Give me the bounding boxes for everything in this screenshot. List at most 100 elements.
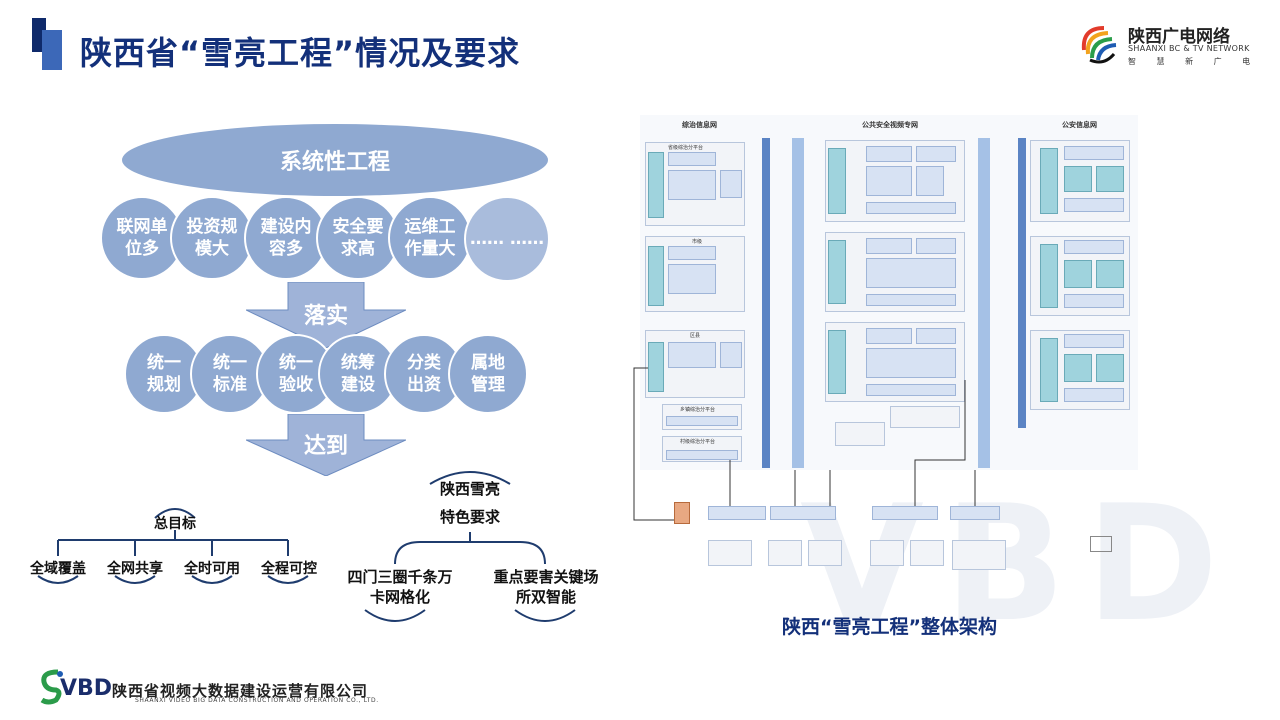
diagram-block <box>870 540 904 566</box>
company-slogan: 智 慧 新 广 电 <box>1128 57 1260 66</box>
goal-item: 全域覆盖 <box>30 561 86 577</box>
diagram-cell <box>708 506 766 520</box>
diagram-cell <box>1064 166 1092 192</box>
diagram-cell <box>866 294 956 306</box>
action-circle: 属地管理 <box>448 334 528 414</box>
legend-box <box>1090 536 1112 552</box>
system-engineering-ellipse: 系统性工程 <box>122 124 548 196</box>
diagram-block <box>808 540 842 566</box>
diagram-cell <box>770 506 836 520</box>
diagram-cell <box>668 342 716 368</box>
feature-circle: …… …… <box>464 196 550 282</box>
diagram-block <box>952 540 1006 570</box>
diagram-cell <box>866 384 956 396</box>
diagram-cell <box>866 348 956 378</box>
diagram-block <box>910 540 944 566</box>
special-item: 四门三圈千条万 <box>347 568 453 586</box>
diagram-cell <box>1096 260 1124 288</box>
diagram-cell <box>666 416 738 426</box>
block-label: 市级 <box>692 239 703 245</box>
diagram-cell <box>1064 146 1124 160</box>
diagram-cell <box>1096 166 1124 192</box>
diagram-cell <box>866 166 912 196</box>
footer-company-name-en: SHAANXI VIDEO BIG DATA CONSTRUCTION AND … <box>135 697 379 704</box>
goal-item: 全网共享 <box>107 561 163 577</box>
firewall-icon <box>674 502 690 524</box>
page-title: 陕西省“雪亮工程”情况及要求 <box>80 34 521 72</box>
diagram-cell <box>828 330 846 394</box>
diagram-cell <box>866 328 912 344</box>
diagram-cell <box>668 246 716 260</box>
watermark-vbd: VBD <box>800 470 1239 657</box>
company-logo-icon <box>1081 26 1117 64</box>
diagram-block <box>768 540 802 566</box>
diagram-cell <box>828 148 846 214</box>
down-arrow <box>246 414 406 476</box>
special-item: 所双智能 <box>515 588 576 606</box>
title-accent-bar <box>42 30 62 70</box>
diagram-cell <box>668 170 716 200</box>
down-arrow <box>246 282 406 348</box>
feature-circle: 运维工作量大 <box>388 196 472 280</box>
footer-company-name: 陕西省视频大数据建设运营有限公司 <box>112 682 369 700</box>
diagram-cell <box>1040 338 1058 402</box>
diagram-cell <box>1064 240 1124 254</box>
feature-circle: 投资规模大 <box>170 196 254 280</box>
arrow-label: 落实 <box>303 304 348 329</box>
diagram-cell <box>666 450 738 460</box>
diagram-block <box>708 540 752 566</box>
diagram-cell <box>648 152 664 218</box>
diagram-cell <box>1064 260 1092 288</box>
diagram-cell <box>648 342 664 392</box>
diagram-cell <box>720 170 742 198</box>
network-bar <box>978 138 990 468</box>
special-title-line1: 陕西雪亮 <box>439 480 500 498</box>
network-bar <box>762 138 770 468</box>
diagram-cell <box>1064 198 1124 212</box>
diagram-cell <box>916 146 956 162</box>
network-bar <box>792 138 804 468</box>
diagram-cell <box>916 238 956 254</box>
block-label: 村级综治分平台 <box>680 439 716 445</box>
diagram-cell <box>828 240 846 304</box>
special-tree-lines <box>364 471 576 622</box>
diagram-cell <box>668 152 716 166</box>
diagram-cell <box>648 246 664 306</box>
diagram-block <box>890 406 960 428</box>
footer-logo-text: VBD <box>60 676 113 701</box>
goal-item: 全时可用 <box>184 561 240 577</box>
diagram-cell <box>1064 294 1124 308</box>
block-label: 乡镇综治分平台 <box>680 407 716 413</box>
diagram-cell <box>1096 354 1124 382</box>
arrow-label: 达到 <box>303 434 348 459</box>
diagram-block <box>835 422 885 446</box>
block-label: 省级综治分平台 <box>668 145 704 151</box>
diagram-cell <box>916 328 956 344</box>
goal-title: 总目标 <box>154 516 196 532</box>
special-title-line2: 特色要求 <box>439 508 500 526</box>
diagram-cell <box>950 506 1000 520</box>
net-header: 公共安全视频专网 <box>862 121 918 129</box>
diagram-cell <box>668 264 716 294</box>
connector-lines <box>633 367 976 521</box>
diagram-cell <box>866 202 956 214</box>
network-bar <box>1018 138 1026 428</box>
diagram-cell <box>866 258 956 288</box>
diagram-cell <box>720 342 742 368</box>
diagram-cell <box>1040 244 1058 308</box>
diagram-caption: 陕西“雪亮工程”整体架构 <box>782 616 997 638</box>
block-label: 区县 <box>690 333 701 339</box>
company-name-en: SHAANXI BC & TV NETWORK <box>1128 44 1250 53</box>
diagram-cell <box>1040 148 1058 214</box>
goals-tree-lines <box>37 508 309 584</box>
special-item: 卡网格化 <box>369 588 430 606</box>
diagram-cell <box>866 238 912 254</box>
vbd-logo-icon <box>40 669 63 705</box>
diagram-cell <box>1064 334 1124 348</box>
special-item: 重点要害关键场 <box>493 568 599 586</box>
goal-item: 全程可控 <box>261 561 317 577</box>
diagram-cell <box>1064 354 1092 382</box>
diagram-cell <box>866 146 912 162</box>
feature-circle: 安全要求高 <box>316 196 400 280</box>
diagram-cell <box>916 166 944 196</box>
